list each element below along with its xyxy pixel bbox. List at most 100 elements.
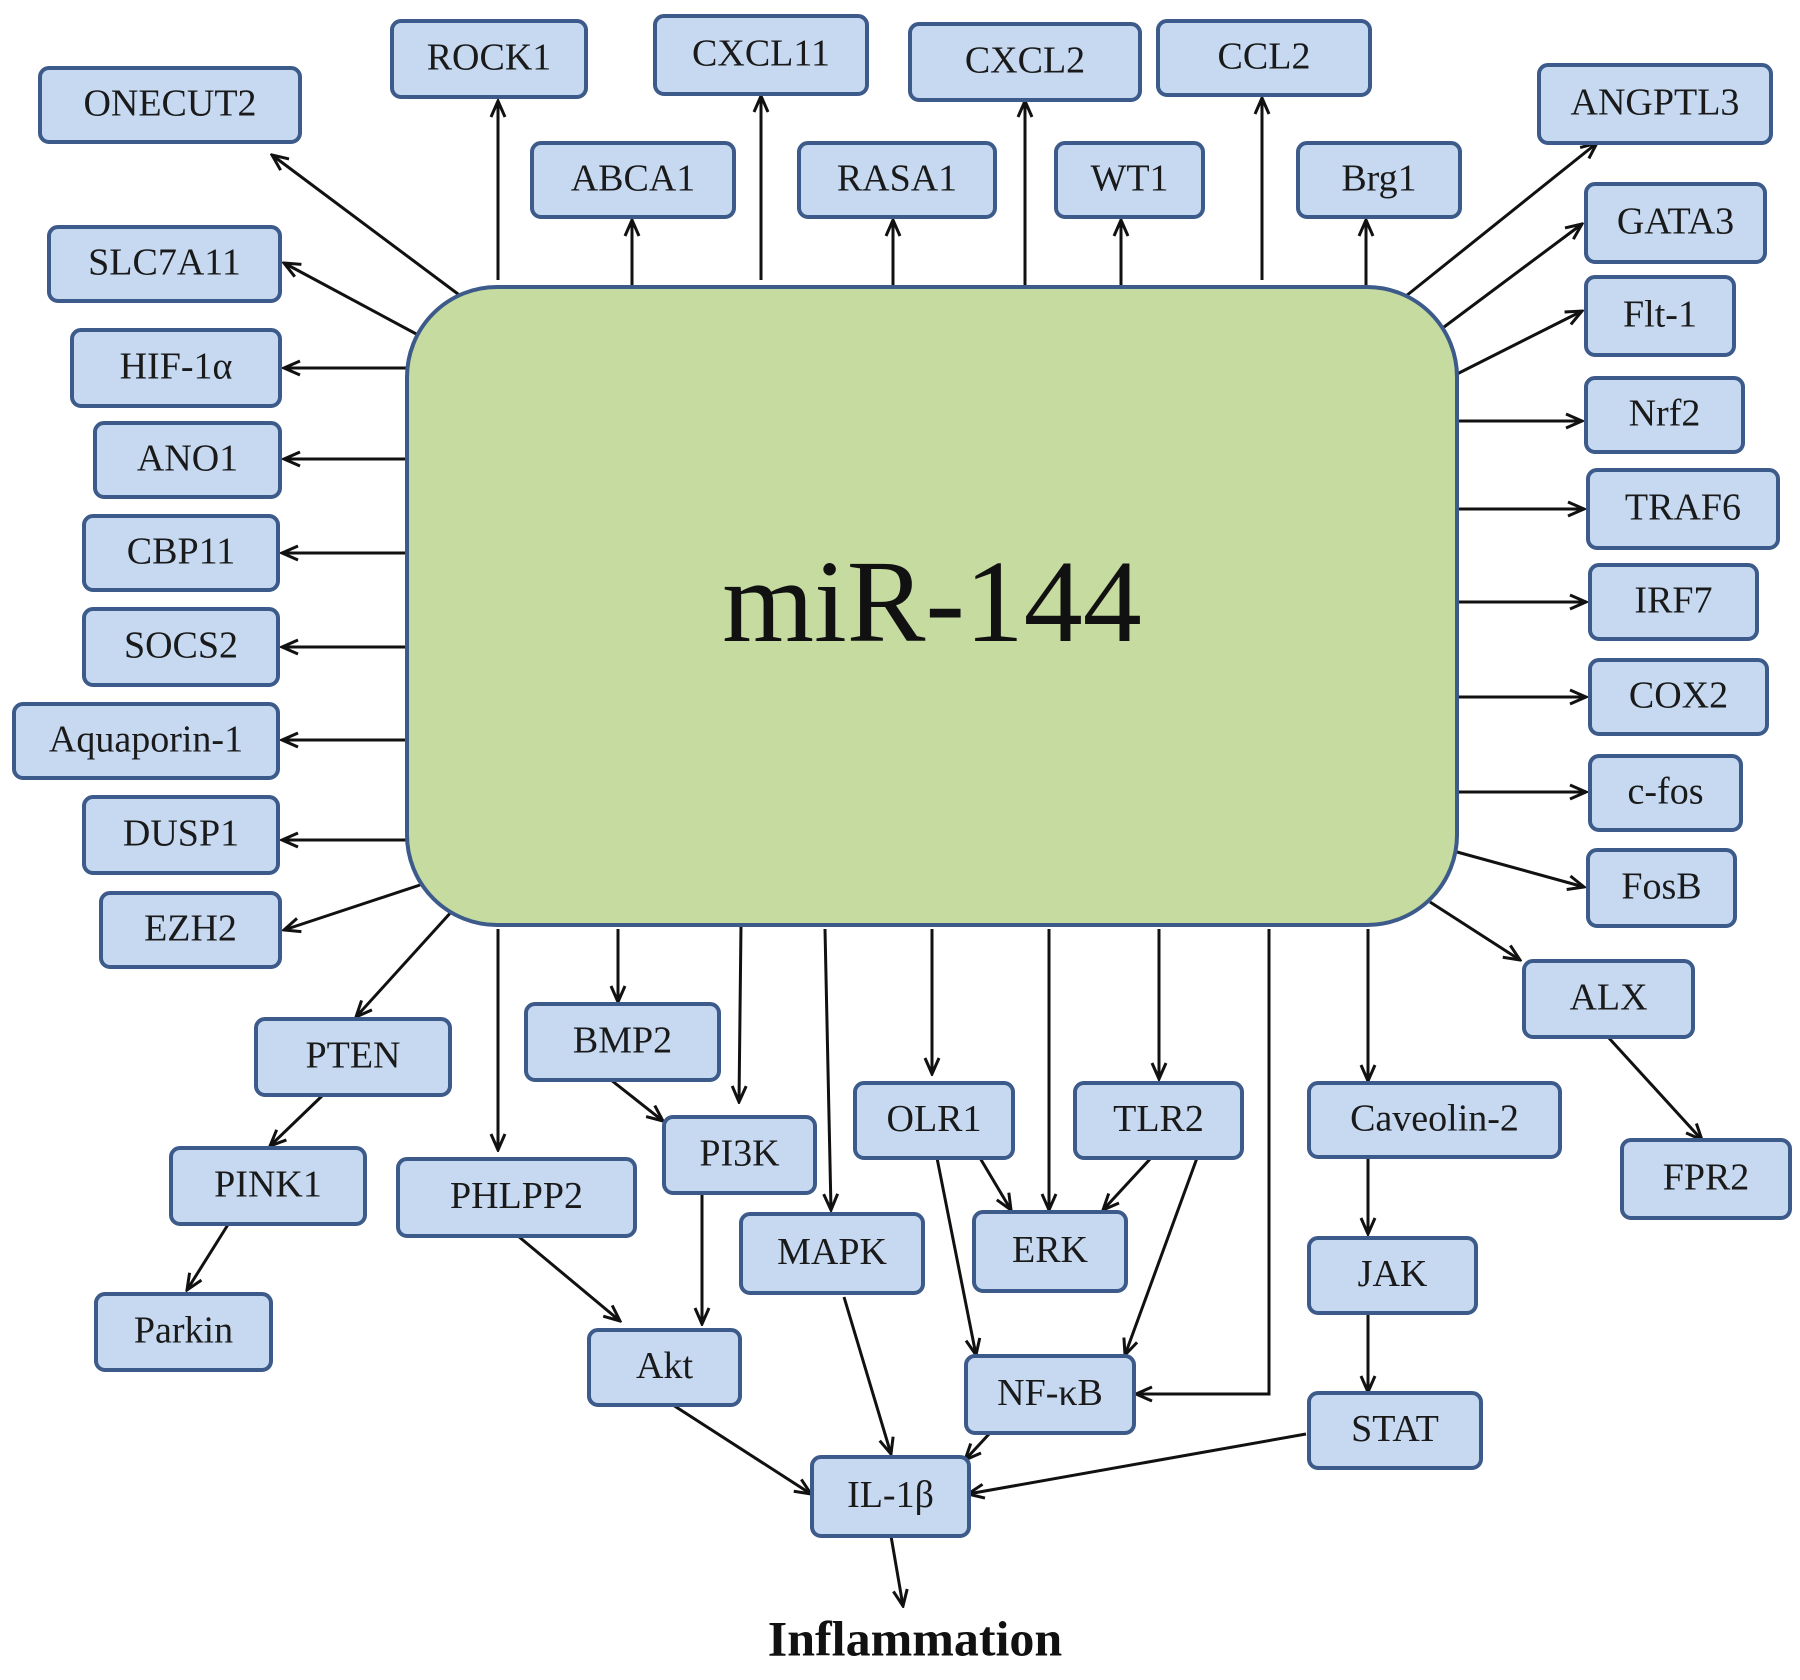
node-caveolin2-box [1307,1081,1562,1159]
node-akt: Akt [587,1328,742,1407]
node-ezh2-box [99,891,282,969]
node-cbp11-box [82,514,280,592]
node-gata3-box [1584,182,1767,264]
node-nfkb: NF-κB [964,1354,1136,1435]
edge-mir144-ezh2 [284,883,421,930]
edge-nfkb-il1b [965,1431,992,1460]
node-cfos-label: c-fos [1628,771,1704,813]
node-socs2: SOCS2 [82,607,280,687]
node-olr1-label: OLR1 [887,1098,982,1140]
node-pten-label: PTEN [306,1035,401,1077]
node-wt1: WT1 [1054,141,1205,219]
node-rasa1-label: RASA1 [837,158,957,200]
node-abca1-label: ABCA1 [571,158,696,200]
node-slc7a11: SLC7A11 [47,225,282,303]
node-cxcl11: CXCL11 [653,14,869,96]
node-hif1a-box [70,328,282,408]
node-il1b-box [810,1455,971,1538]
node-parkin-label: Parkin [134,1310,233,1352]
node-nfkb-box [964,1354,1136,1435]
node-bmp2-box [524,1002,721,1082]
node-fpr2-box [1620,1138,1792,1220]
node-cox2: COX2 [1588,658,1769,736]
mir144-box [405,285,1459,927]
edge-mir144-fosb [1456,850,1584,887]
edge-mir144-onecut2 [272,155,463,299]
edge-mir144-mapk [825,928,831,1210]
node-cxcl2-label: CXCL2 [965,40,1085,82]
node-dusp1-box [82,795,280,875]
node-erk: ERK [972,1210,1128,1293]
node-wt1-label: WT1 [1090,158,1168,200]
edge-tlr2-nfkb [1125,1157,1199,1355]
node-stat-label: STAT [1351,1408,1439,1450]
node-rock1-label: ROCK1 [427,37,552,79]
node-pten: PTEN [254,1017,452,1097]
node-mapk: MAPK [739,1212,925,1295]
node-cxcl11-label: CXCL11 [692,33,830,75]
edge-mir144-alx [1429,900,1520,960]
edge-olr1-erk [978,1157,1011,1210]
node-parkin-box [94,1292,273,1372]
edge-alx-fpr2 [1606,1035,1702,1140]
node-fosb: FosB [1586,848,1737,928]
node-nfkb-label: NF-κB [997,1372,1103,1414]
node-stat-box [1307,1391,1483,1470]
edge-pten-pink1 [270,1093,325,1146]
node-jak-box [1307,1236,1478,1315]
node-aquaporin1: Aquaporin-1 [12,702,280,780]
edge-bmp2-pi3k [610,1078,663,1121]
node-fpr2-label: FPR2 [1663,1157,1750,1199]
node-dusp1-label: DUSP1 [123,813,239,855]
node-pten-box [254,1017,452,1097]
edge-mir144-angptl3 [1400,143,1597,302]
node-rasa1: RASA1 [797,141,997,219]
node-cfos: c-fos [1588,754,1743,832]
node-tlr2-box [1073,1081,1244,1160]
node-brg1-box [1296,141,1462,219]
node-onecut2-label: ONECUT2 [83,83,256,125]
node-phlpp2: PHLPP2 [396,1157,637,1238]
node-fosb-box [1586,848,1737,928]
node-pink1: PINK1 [169,1146,367,1226]
node-alx: ALX [1522,959,1695,1039]
node-cox2-box [1588,658,1769,736]
edge-stat-il1b [968,1432,1307,1494]
edge-pink1-parkin [187,1222,231,1290]
node-onecut2: ONECUT2 [38,66,302,144]
node-traf6-box [1586,468,1780,550]
node-caveolin2-label: Caveolin-2 [1350,1098,1519,1140]
node-ano1-label: ANO1 [137,438,238,480]
node-nrf2: Nrf2 [1584,376,1745,454]
node-flt1: Flt-1 [1584,275,1736,357]
node-parkin: Parkin [94,1292,273,1372]
node-pink1-label: PINK1 [214,1164,322,1206]
node-angptl3-box [1537,63,1773,145]
node-jak: JAK [1307,1236,1478,1315]
node-caveolin2: Caveolin-2 [1307,1081,1562,1159]
node-tlr2: TLR2 [1073,1081,1244,1160]
edge-mir144-pi3k [739,924,741,1102]
node-pi3k-box [662,1115,817,1195]
node-gata3-label: GATA3 [1617,201,1734,243]
node-bmp2-label: BMP2 [573,1020,672,1062]
node-angptl3: ANGPTL3 [1537,63,1773,145]
node-abca1-box [530,141,736,219]
node-brg1: Brg1 [1296,141,1462,219]
node-phlpp2-label: PHLPP2 [450,1175,583,1217]
node-gata3: GATA3 [1584,182,1767,264]
inflammation-label: Inflammation [768,1610,1063,1666]
node-onecut2-box [38,66,302,144]
node-cxcl11-box [653,14,869,96]
node-socs2-label: SOCS2 [124,625,238,667]
node-hif1a: HIF-1α [70,328,282,408]
node-traf6: TRAF6 [1586,468,1780,550]
edges-layer [187,96,1702,1606]
edge-akt-il1b [672,1403,811,1494]
node-akt-box [587,1328,742,1407]
node-il1b: IL-1β [810,1455,971,1538]
node-cox2-label: COX2 [1629,675,1728,717]
node-nrf2-label: Nrf2 [1629,393,1701,435]
node-rasa1-box [797,141,997,219]
